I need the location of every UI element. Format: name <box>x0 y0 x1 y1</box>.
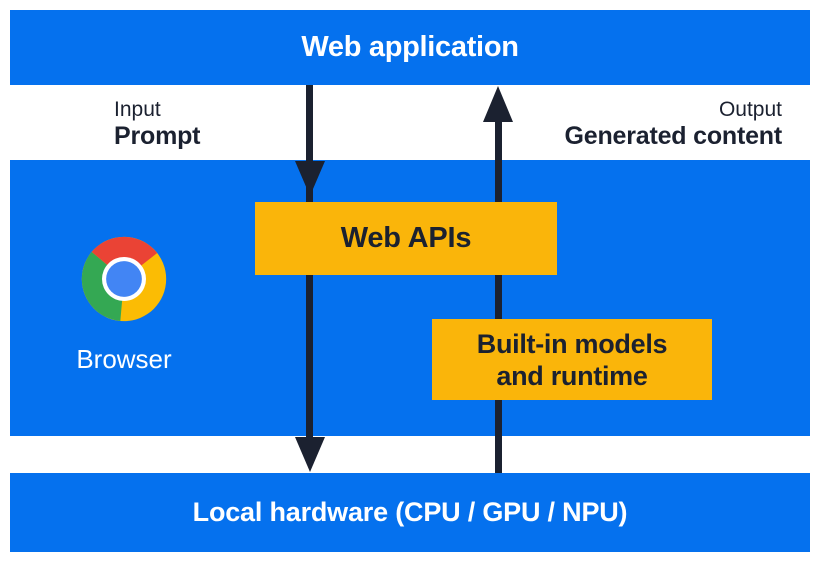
browser-label: Browser <box>76 344 172 374</box>
web-application-label: Web application <box>301 31 519 63</box>
up-arrow-line <box>495 115 502 473</box>
output-labels: Output Generated content <box>564 97 783 151</box>
builtin-models-label-line1: Built-in models <box>476 328 668 359</box>
builtin-models-label-line2: and runtime <box>496 360 648 391</box>
local-hardware-bar: Local hardware (CPU / GPU / NPU) <box>10 473 810 552</box>
down-arrowhead-top-icon <box>295 161 325 196</box>
builtin-models-box: Built-in models and runtime <box>432 319 712 400</box>
web-application-bar: Web application <box>10 10 810 85</box>
input-caption: Input <box>114 98 161 121</box>
up-arrowhead-icon <box>483 86 513 122</box>
output-value: Generated content <box>564 122 783 150</box>
output-caption: Output <box>718 98 782 121</box>
input-labels: Input Prompt <box>114 97 201 151</box>
chrome-logo-icon <box>81 236 167 322</box>
local-hardware-label: Local hardware (CPU / GPU / NPU) <box>192 497 628 527</box>
input-value: Prompt <box>114 122 201 150</box>
down-arrowhead-bottom-icon <box>295 437 325 472</box>
web-apis-label: Web APIs <box>340 222 472 254</box>
web-apis-box: Web APIs <box>255 202 557 275</box>
